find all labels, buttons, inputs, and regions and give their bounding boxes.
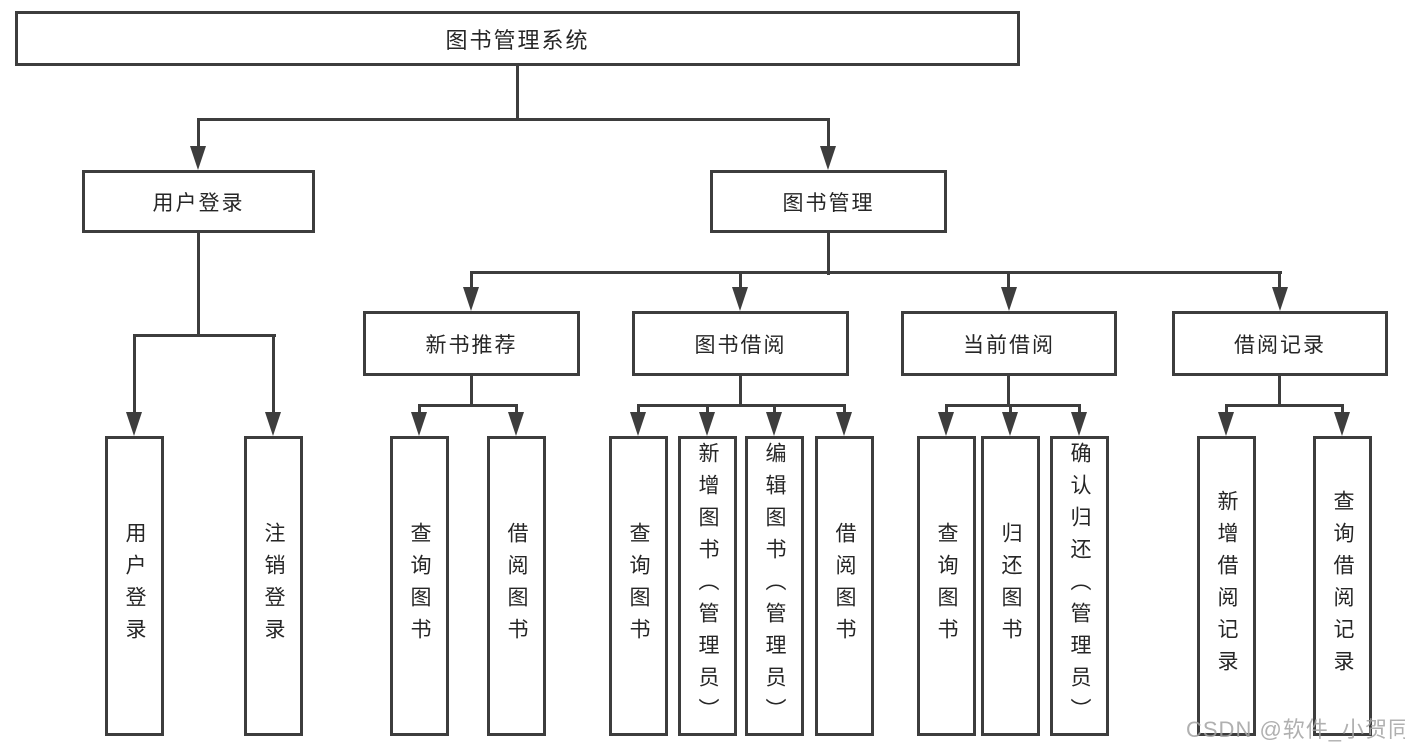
- leaf-label: 新增借阅记录: [1215, 490, 1238, 682]
- arrowhead-down: [463, 287, 479, 311]
- connector-line: [1078, 404, 1081, 416]
- connector-line: [827, 233, 830, 275]
- connector-line: [827, 118, 830, 152]
- connector-line: [197, 118, 830, 121]
- arrowhead-down: [1002, 412, 1018, 436]
- connector-line: [470, 271, 473, 291]
- connector-line: [945, 404, 1081, 407]
- arrowhead-down: [1272, 287, 1288, 311]
- leaf-recommend-borrow-books: 借阅图书: [487, 436, 546, 736]
- node-book-borrow: 图书借阅: [632, 311, 849, 376]
- connector-line: [739, 376, 742, 407]
- leaf-borrow-add-books-admin: 新增图书（管理员）: [678, 436, 737, 736]
- connector-line: [1007, 376, 1010, 407]
- node-new-book-recommend: 新书推荐: [363, 311, 580, 376]
- node-user-login: 用户登录: [82, 170, 315, 233]
- arrowhead-down: [265, 412, 281, 436]
- connector-line: [516, 66, 519, 121]
- leaf-label: 用户登录: [123, 522, 146, 650]
- connector-line: [133, 334, 136, 416]
- connector-line: [197, 233, 200, 337]
- arrowhead-down: [1334, 412, 1350, 436]
- connector-line: [133, 334, 276, 337]
- leaf-label: 查询图书: [935, 522, 958, 650]
- leaf-label: 借阅图书: [505, 522, 528, 650]
- leaf-current-return-books: 归还图书: [981, 436, 1040, 736]
- leaf-current-confirm-return-admin: 确认归还（管理员）: [1050, 436, 1109, 736]
- connector-line: [1225, 404, 1228, 416]
- arrowhead-down: [411, 412, 427, 436]
- arrowhead-down: [766, 412, 782, 436]
- connector-line: [470, 271, 1282, 274]
- leaf-label: 借阅图书: [833, 522, 856, 650]
- connector-line: [1007, 271, 1010, 291]
- arrowhead-down: [1001, 287, 1017, 311]
- connector-line: [706, 404, 709, 416]
- connector-line: [515, 404, 518, 416]
- leaf-borrow-borrow-books: 借阅图书: [815, 436, 874, 736]
- connector-line: [1225, 404, 1344, 407]
- leaf-logout: 注销登录: [244, 436, 303, 736]
- leaf-records-add-record: 新增借阅记录: [1197, 436, 1256, 736]
- connector-line: [1278, 271, 1281, 291]
- arrowhead-down: [1218, 412, 1234, 436]
- leaf-recommend-query-books: 查询图书: [390, 436, 449, 736]
- connector-line: [1009, 404, 1012, 416]
- arrowhead-down: [699, 412, 715, 436]
- arrowhead-down: [836, 412, 852, 436]
- leaf-borrow-edit-books-admin: 编辑图书（管理员）: [745, 436, 804, 736]
- node-current-borrow: 当前借阅: [901, 311, 1117, 376]
- leaf-label: 查询图书: [627, 522, 650, 650]
- connector-line: [945, 404, 948, 416]
- watermark: CSDN @软件_小贺同学: [1186, 717, 1405, 742]
- arrowhead-down: [126, 412, 142, 436]
- leaf-label: 编辑图书（管理员）: [763, 442, 786, 730]
- arrowhead-down: [938, 412, 954, 436]
- arrowhead-down: [508, 412, 524, 436]
- leaf-borrow-query-books: 查询图书: [609, 436, 668, 736]
- connector-line: [272, 334, 275, 416]
- leaf-user-login: 用户登录: [105, 436, 164, 736]
- arrowhead-down: [190, 146, 206, 170]
- connector-line: [418, 404, 518, 407]
- leaf-label: 确认归还（管理员）: [1068, 442, 1091, 730]
- leaf-label: 归还图书: [999, 522, 1022, 650]
- arrowhead-down: [820, 146, 836, 170]
- connector-line: [418, 404, 421, 416]
- connector-line: [637, 404, 846, 407]
- connector-line: [773, 404, 776, 416]
- leaf-label: 注销登录: [262, 522, 285, 650]
- node-book-management: 图书管理: [710, 170, 947, 233]
- connector-line: [1341, 404, 1344, 416]
- connector-line: [1278, 376, 1281, 407]
- connector-line: [843, 404, 846, 416]
- leaf-records-query-record: 查询借阅记录: [1313, 436, 1372, 736]
- node-borrow-records: 借阅记录: [1172, 311, 1388, 376]
- arrowhead-down: [732, 287, 748, 311]
- connector-line: [470, 376, 473, 407]
- connector-line: [637, 404, 640, 416]
- leaf-label: 查询借阅记录: [1331, 490, 1354, 682]
- connector-line: [197, 118, 200, 152]
- leaf-label: 新增图书（管理员）: [696, 442, 719, 730]
- arrowhead-down: [630, 412, 646, 436]
- leaf-current-query-books: 查询图书: [917, 436, 976, 736]
- connector-line: [739, 271, 742, 291]
- leaf-label: 查询图书: [408, 522, 431, 650]
- arrowhead-down: [1071, 412, 1087, 436]
- node-system-root: 图书管理系统: [15, 11, 1020, 66]
